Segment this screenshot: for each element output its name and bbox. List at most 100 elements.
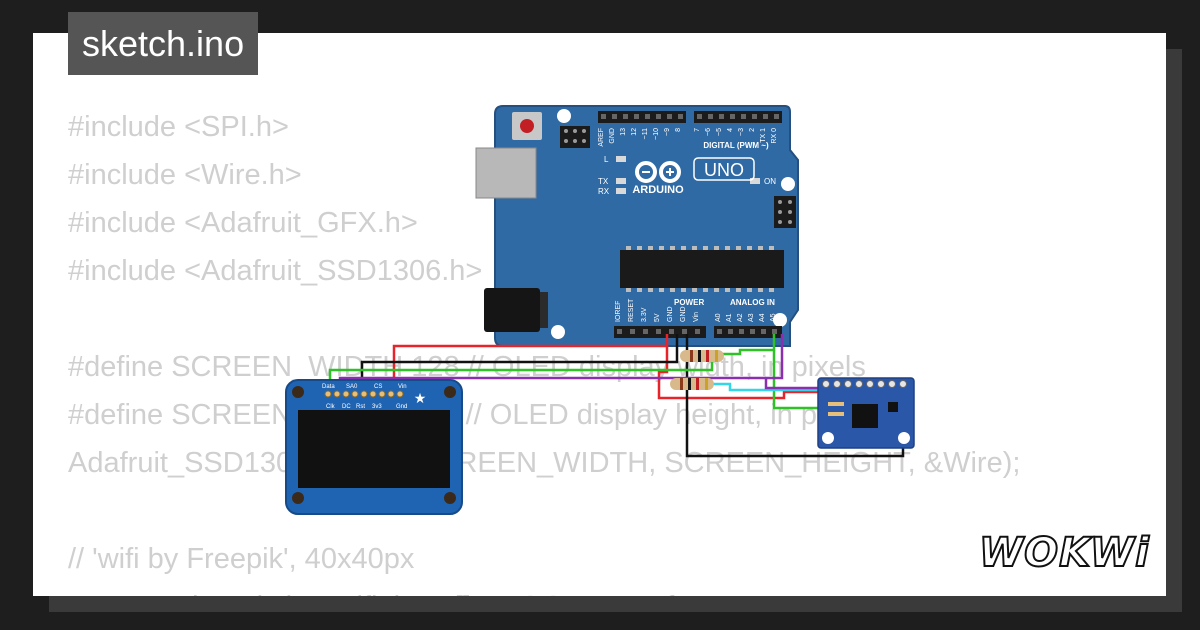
pin-label: GND <box>667 306 674 322</box>
pin-label: A3 <box>748 313 755 322</box>
sensor-pin[interactable] <box>899 380 907 388</box>
pin-label: 13 <box>620 128 627 136</box>
header-pin[interactable] <box>730 114 735 119</box>
pin-label: ~11 <box>642 128 649 139</box>
wire-sda[interactable] <box>328 334 776 388</box>
oled-pin[interactable] <box>387 390 395 398</box>
oled-pin[interactable] <box>360 390 368 398</box>
header-pin[interactable] <box>761 329 766 334</box>
file-name-tab[interactable]: sketch.ino <box>68 12 259 75</box>
pin-label: 8 <box>675 128 682 132</box>
led-label-tx: TX <box>598 177 609 186</box>
header-pin[interactable] <box>601 114 606 119</box>
sensor-pin[interactable] <box>866 380 874 388</box>
header-pin[interactable] <box>630 329 635 334</box>
digital-header-right <box>694 111 782 123</box>
header-pin[interactable] <box>634 114 639 119</box>
header-pin[interactable] <box>669 329 674 334</box>
header-pin[interactable] <box>772 329 777 334</box>
code-line: #include <SPI.h> <box>68 111 289 143</box>
led-l <box>616 156 626 162</box>
code-line: #include <Wire.h> <box>68 159 302 191</box>
header-pin[interactable] <box>695 329 700 334</box>
oled-pin-label: CS <box>374 384 382 390</box>
pin-label: 7 <box>694 128 701 132</box>
oled-pin[interactable] <box>333 390 341 398</box>
pin-label: GND <box>680 306 687 322</box>
led-tx <box>616 178 626 184</box>
pin-label: 2 <box>749 128 756 132</box>
pin-label: AREF <box>598 128 605 147</box>
oled-pin-label: Data <box>322 384 335 390</box>
analog-in-label: ANALOG IN <box>730 298 775 307</box>
sensor-pin[interactable] <box>877 380 885 388</box>
header-pin[interactable] <box>750 329 755 334</box>
pin-label: 12 <box>631 128 638 136</box>
wokwi-logo: WOKWi <box>978 529 1150 577</box>
header-pin[interactable] <box>708 114 713 119</box>
mpu6050-sensor-module[interactable] <box>817 377 915 449</box>
star-icon: ★ <box>414 390 427 406</box>
pin-label: ~6 <box>705 128 712 136</box>
pin-label: ~5 <box>716 128 723 136</box>
oled-pin[interactable] <box>342 390 350 398</box>
header-pin[interactable] <box>739 329 744 334</box>
header-pin[interactable] <box>667 114 672 119</box>
header-pin[interactable] <box>645 114 650 119</box>
header-pin[interactable] <box>656 114 661 119</box>
code-line: // 'wifi by Freepik', 40x40px <box>68 543 415 575</box>
reset-button[interactable] <box>520 119 534 133</box>
pin-label: A4 <box>759 313 766 322</box>
pin-label: GND <box>609 128 616 144</box>
pin-label: A0 <box>715 313 722 322</box>
header-pin[interactable] <box>719 114 724 119</box>
pin-label: 5V <box>654 313 661 322</box>
pin-label: 4 <box>727 128 734 132</box>
pin-label: A5 <box>770 313 777 322</box>
header-pin[interactable] <box>682 329 687 334</box>
sensor-pin[interactable] <box>833 380 841 388</box>
digital-header-left <box>598 111 686 123</box>
wire-5v[interactable] <box>392 334 669 388</box>
header-pin[interactable] <box>697 114 702 119</box>
header-pin[interactable] <box>643 329 648 334</box>
oled-pin[interactable] <box>324 390 332 398</box>
code-line: #include <Adafruit_GFX.h> <box>68 207 418 239</box>
resistor-1[interactable] <box>680 350 724 362</box>
sensor-pin[interactable] <box>844 380 852 388</box>
sensor-pin[interactable] <box>822 380 830 388</box>
header-pin[interactable] <box>763 114 768 119</box>
oled-pin[interactable] <box>369 390 377 398</box>
header-pin[interactable] <box>774 114 779 119</box>
oled-pin-label: Clk <box>326 404 336 410</box>
header-pin[interactable] <box>741 114 746 119</box>
arduino-model: UNO <box>704 160 744 180</box>
header-pin[interactable] <box>612 114 617 119</box>
sensor-pin[interactable] <box>888 380 896 388</box>
oled-pin[interactable] <box>351 390 359 398</box>
header-pin[interactable] <box>656 329 661 334</box>
sensor-pin[interactable] <box>855 380 863 388</box>
wire-5v-sensor[interactable] <box>657 346 822 400</box>
header-pin[interactable] <box>717 329 722 334</box>
code-line: #include <Adafruit_SSD1306.h> <box>68 255 483 287</box>
pin-label: ~10 <box>653 128 660 140</box>
header-pin[interactable] <box>617 329 622 334</box>
header-pin[interactable] <box>728 329 733 334</box>
oled-pin-label: SA0 <box>346 384 358 390</box>
oled-pin[interactable] <box>396 390 404 398</box>
on-label: ON <box>764 177 776 186</box>
pin-label: Vin <box>693 312 700 322</box>
oled-pin[interactable] <box>378 390 386 398</box>
resistor-2[interactable] <box>670 378 714 390</box>
pin-label: TX 1 <box>760 128 767 143</box>
wire-gnd[interactable] <box>360 334 679 388</box>
power-jack <box>484 288 540 332</box>
atmega-chip <box>620 250 784 288</box>
header-pin[interactable] <box>623 114 628 119</box>
header-pin[interactable] <box>752 114 757 119</box>
header-pin[interactable] <box>678 114 683 119</box>
